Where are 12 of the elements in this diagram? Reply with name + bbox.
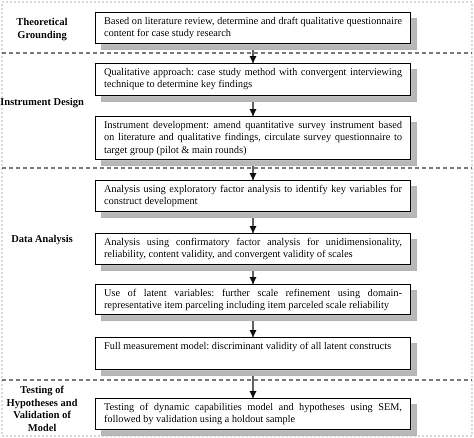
step-text: Testing of dynamic capabilities model and hypotheses using SEM, followed by validation using a holdout sample: [104, 402, 402, 426]
step-text: Qualitative approach: case study method with convergent interviewing technique to determine key findings: [104, 67, 402, 90]
phase-label: Data Analysis: [10, 234, 74, 247]
phase-label: Instrument Design: [0, 97, 84, 110]
step-text: Analysis using confirmatory factor analysis for unidimensionality, reliability, content validity, and convergent validity of scales: [104, 237, 402, 260]
step-text: Based on literature review, determine and draft qualitative questionnaire content for case study research: [104, 16, 402, 40]
step-text: Instrument development: amend quantitative survey instrument based on literature and qualitative findings, circulate survey questionnaire to target group (pilot & main rounds): [104, 120, 402, 156]
step-text: Analysis using exploratory factor analysis to identify key variables for construct development: [104, 184, 402, 208]
step-text: Full measurement model: discriminant validity of all latent constructs: [104, 341, 392, 352]
phase-label: Testing of Hypotheses and Validation of Model: [6, 385, 78, 436]
step-text: Use of latent variables: further scale refinement using domain-representative item parceling including item parceled scale reliability: [104, 288, 402, 312]
phase-label: Theoretical Grounding: [15, 17, 69, 42]
